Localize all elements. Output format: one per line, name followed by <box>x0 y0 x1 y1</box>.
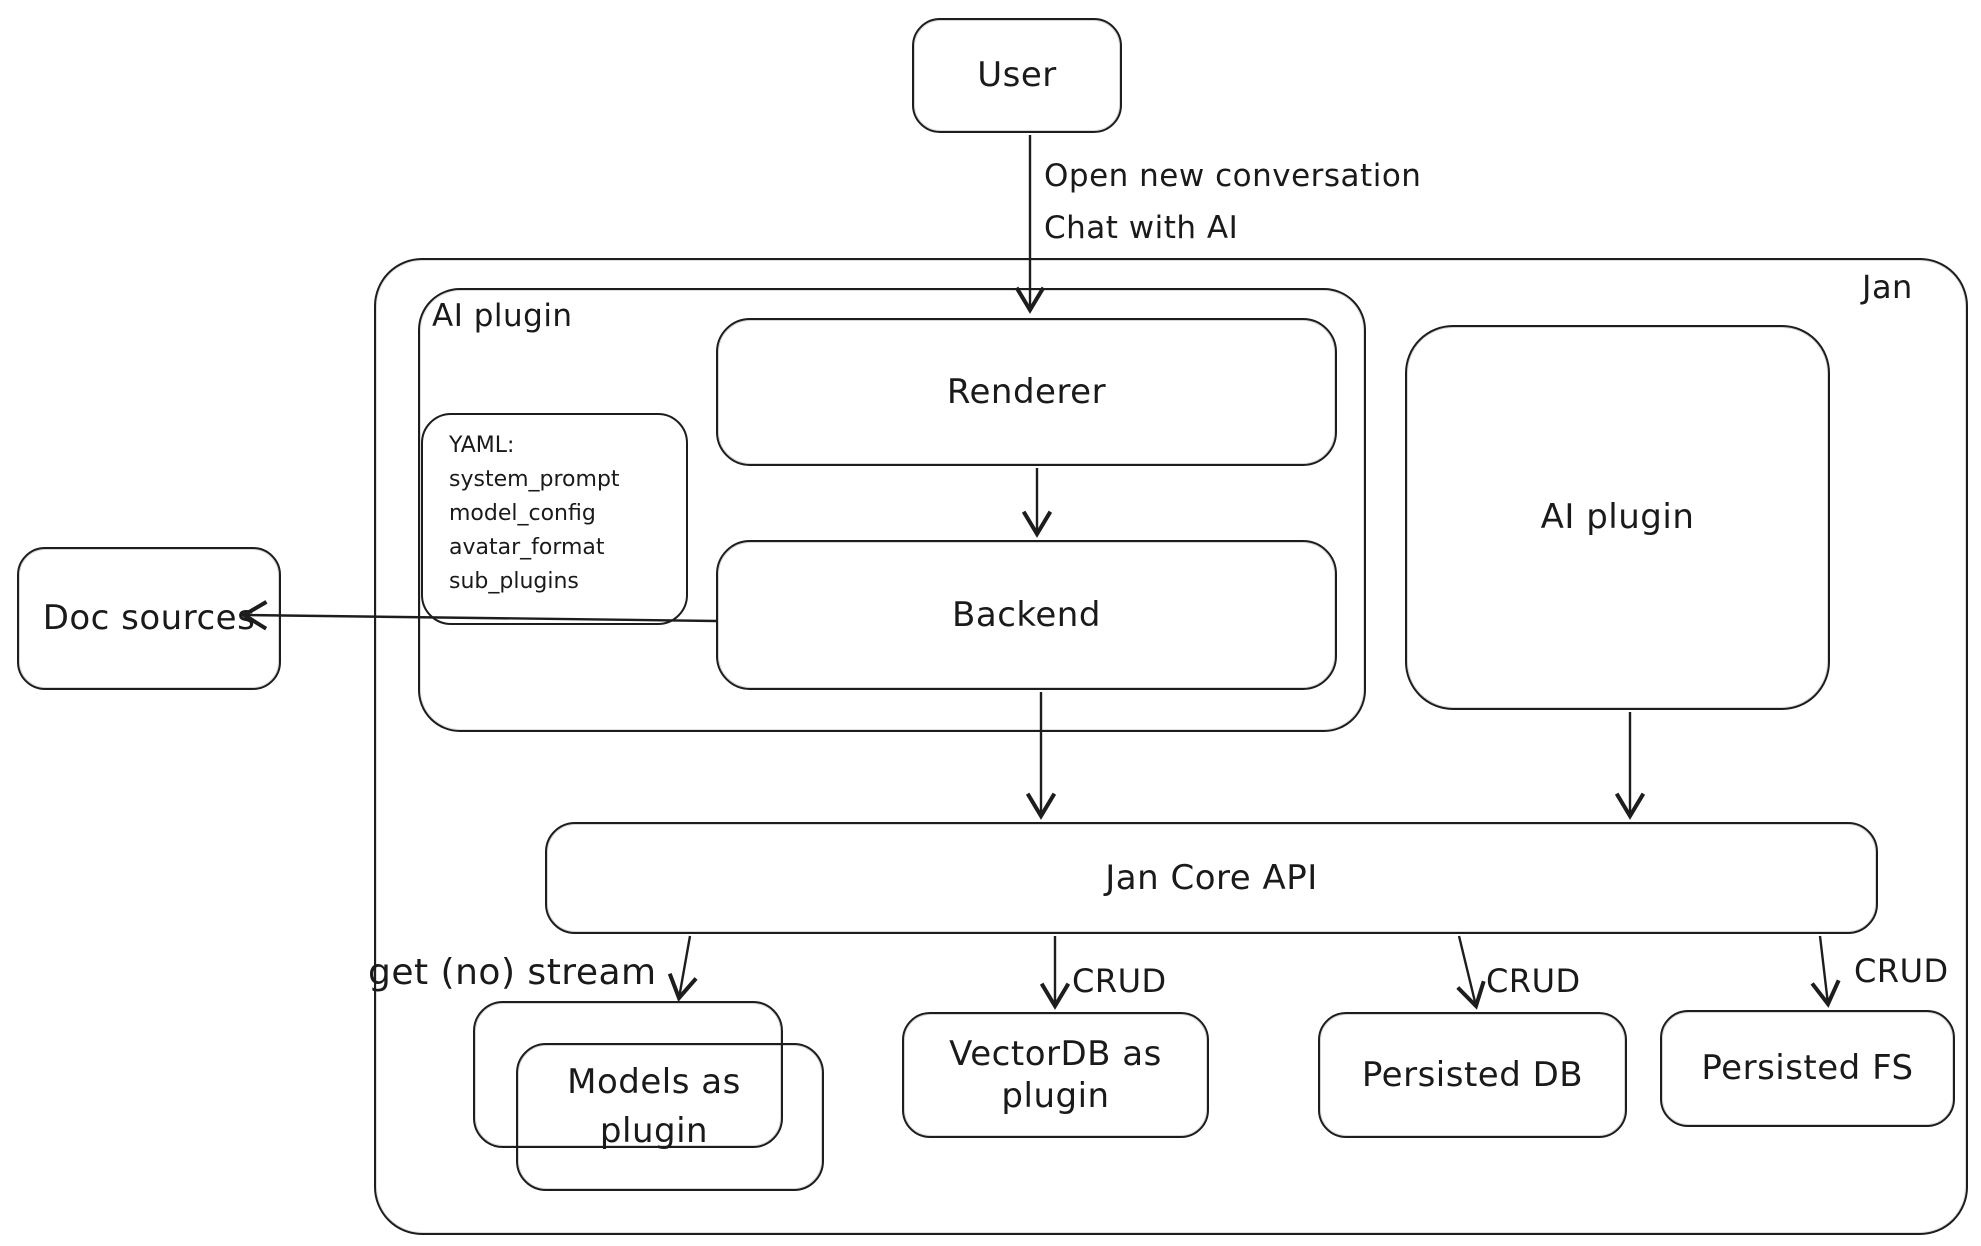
ai-plugin-right-node[interactable]: AI plugin <box>1405 325 1830 710</box>
vectordb-plugin-node[interactable]: VectorDB as plugin <box>902 1012 1209 1138</box>
backend-node-label: Backend <box>952 594 1101 635</box>
yaml-note-line: YAML: <box>449 433 515 458</box>
edge-label-chat-with-ai: Chat with AI <box>1044 210 1239 246</box>
jan-container-label: Jan <box>1862 268 1913 306</box>
vectordb-plugin-label: VectorDB as plugin <box>949 1033 1162 1117</box>
backend-node[interactable]: Backend <box>716 540 1337 690</box>
edge-label-get-no-stream: get (no) stream <box>368 952 657 993</box>
ai-plugin-right-node-label: AI plugin <box>1540 497 1695 538</box>
persisted-fs-node[interactable]: Persisted FS <box>1660 1010 1955 1127</box>
edge-label-crud-persisted-fs: CRUD <box>1854 952 1949 990</box>
models-plugin-label: Models as plugin <box>567 1062 741 1152</box>
doc-sources-node-label: Doc sources <box>42 598 256 639</box>
ai-plugin-container-label: AI plugin <box>432 298 573 334</box>
edge-label-crud-vectordb: CRUD <box>1072 962 1167 1000</box>
user-node[interactable]: User <box>912 18 1122 133</box>
doc-sources-node[interactable]: Doc sources <box>17 547 281 690</box>
jan-core-api-bar[interactable]: Jan Core API <box>545 822 1878 934</box>
jan-core-api-label: Jan Core API <box>1105 857 1318 898</box>
edge-label-crud-persisted-db: CRUD <box>1486 962 1581 1000</box>
edge-label-open-new-conversation: Open new conversation <box>1044 158 1422 194</box>
models-plugin-node-back[interactable] <box>473 1001 783 1148</box>
yaml-note-line: system_prompt <box>449 467 620 492</box>
models-plugin-node[interactable] <box>516 1043 824 1191</box>
persisted-db-label: Persisted DB <box>1361 1054 1584 1095</box>
persisted-db-node[interactable]: Persisted DB <box>1318 1012 1627 1138</box>
yaml-note-line: sub_plugins <box>449 569 579 594</box>
renderer-node[interactable]: Renderer <box>716 318 1337 466</box>
ai-plugin-container[interactable] <box>418 288 1366 732</box>
renderer-node-label: Renderer <box>946 371 1107 412</box>
yaml-note[interactable]: YAML: system_prompt model_config avatar_… <box>421 413 688 625</box>
yaml-note-line: avatar_format <box>449 535 605 560</box>
jan-container[interactable] <box>374 258 1968 1235</box>
persisted-fs-label: Persisted FS <box>1701 1048 1914 1089</box>
yaml-note-line: model_config <box>449 501 596 526</box>
user-node-label: User <box>977 55 1057 96</box>
